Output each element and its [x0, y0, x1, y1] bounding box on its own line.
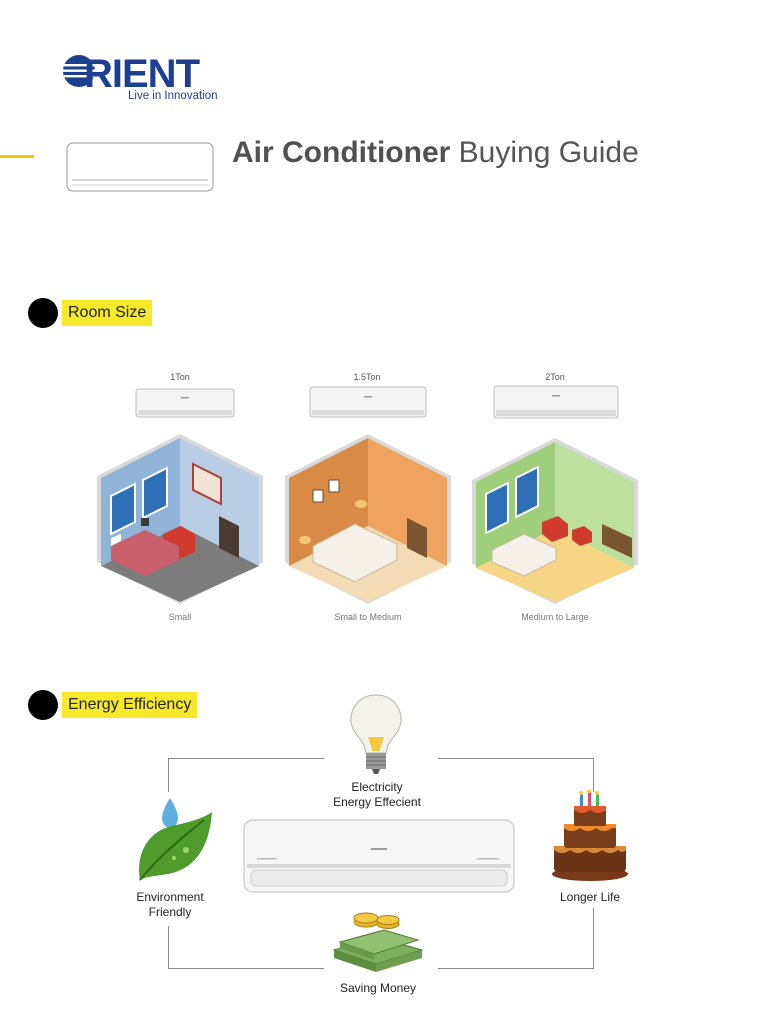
room-label-small: Small — [168, 612, 192, 622]
light-bulb-icon — [350, 694, 402, 774]
room-small-illustration — [97, 434, 263, 604]
feature-electricity: Electricity Energy Effecient — [333, 780, 421, 809]
feature-saving-money: Saving Money — [339, 981, 417, 995]
room-medium-illustration — [285, 434, 451, 604]
connector-line — [168, 968, 324, 969]
ton-label-3: 2Ton — [545, 372, 565, 382]
connector-line — [593, 758, 594, 792]
air-conditioner-outline-icon — [66, 142, 214, 192]
accent-dash — [0, 155, 34, 158]
room-size-heading: Room Size — [62, 300, 153, 326]
feature-environment: Environment Friendly — [136, 890, 204, 919]
brand-tagline: Live in Innovation — [128, 90, 218, 102]
connector-line — [168, 758, 169, 792]
room-label-large: Medium to Large — [521, 612, 589, 622]
globe-logo-icon — [63, 55, 95, 87]
connector-line — [168, 758, 324, 759]
room-label-medium: Small to Medium — [334, 612, 402, 622]
birthday-cake-icon — [552, 790, 628, 881]
money-stack-icon — [332, 912, 424, 972]
energy-efficiency-heading: Energy Efficiency — [62, 692, 198, 718]
leaf-water-drop-icon — [139, 798, 212, 881]
page-title: Air Conditioner Buying Guide — [232, 136, 639, 169]
ac-unit-1-5ton-icon — [309, 386, 427, 418]
ton-label-1: 1Ton — [170, 372, 190, 382]
connector-line — [168, 926, 169, 968]
section-bullet — [28, 298, 58, 328]
brand-logo: RIENT Live in Innovation — [62, 52, 232, 106]
room-large-illustration — [472, 438, 638, 604]
connector-line — [438, 968, 594, 969]
ac-unit-1ton-icon — [135, 388, 235, 418]
ac-unit-2ton-icon — [493, 385, 619, 419]
ton-label-2: 1.5Ton — [353, 372, 381, 382]
feature-longer-life: Longer Life — [559, 890, 621, 904]
section-bullet — [28, 690, 58, 720]
connector-line — [593, 908, 594, 968]
air-conditioner-icon — [243, 819, 515, 893]
brand-name: RIENT — [84, 52, 200, 96]
connector-line — [438, 758, 594, 759]
